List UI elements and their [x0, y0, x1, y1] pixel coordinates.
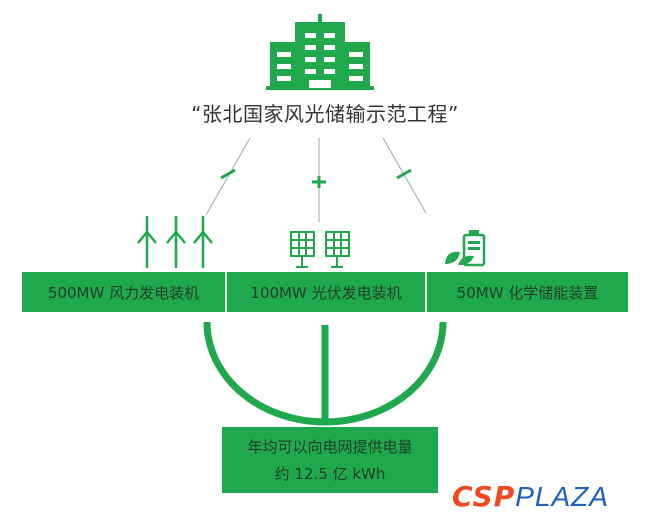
- result-line-2: 约 12.5 亿 kWh: [274, 465, 386, 483]
- connector-mark-icons: [220, 168, 412, 188]
- result-box: 年均可以向电网提供电量 约 12.5 亿 kWh: [222, 427, 438, 493]
- component-wind: 500MW 风力发电装机: [22, 272, 227, 312]
- project-title: “张北国家风光储输示范工程”: [191, 102, 459, 126]
- components-bar: 500MW 风力发电装机 100MW 光伏发电装机 50MW 化学储能装置: [22, 272, 628, 312]
- component-storage: 50MW 化学储能装置: [456, 283, 599, 302]
- cspplaza-logo: CSPPLAZA: [452, 480, 609, 513]
- building-icon: [266, 14, 374, 90]
- logo-part-plaza: PLAZA: [515, 481, 609, 512]
- component-solar: 100MW 光伏发电装机: [227, 272, 427, 312]
- battery-leaf-icon: [445, 230, 486, 267]
- merge-arc: [203, 321, 447, 426]
- connection-lines: [205, 137, 427, 222]
- logo-part-csp: CSP: [452, 480, 516, 513]
- solar-panel-icon: [290, 231, 350, 268]
- result-line-1: 年均可以向电网提供电量: [247, 438, 413, 456]
- wind-turbine-icon: [137, 216, 213, 268]
